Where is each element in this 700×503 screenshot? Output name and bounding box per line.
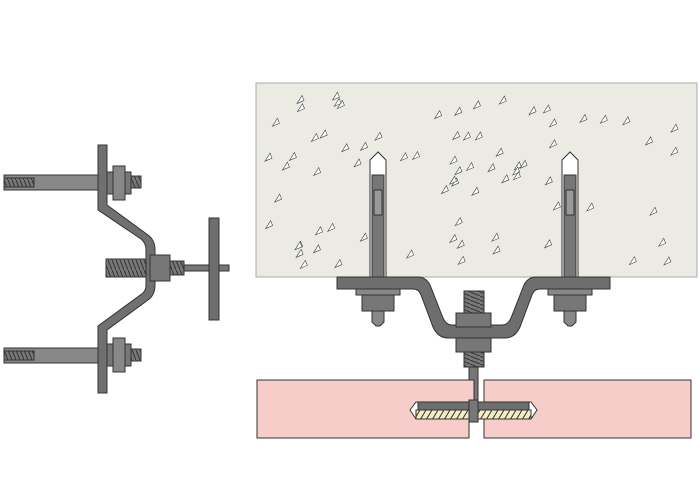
aggregate-fleck bbox=[579, 113, 588, 124]
aggregate-fleck bbox=[449, 233, 458, 244]
aggregate-fleck bbox=[294, 241, 303, 251]
aggregate-fleck bbox=[399, 152, 408, 162]
aggregate-fleck bbox=[453, 106, 463, 116]
aggregate-fleck bbox=[296, 102, 305, 113]
aggregate-fleck bbox=[670, 123, 679, 133]
aggregate-fleck bbox=[657, 237, 667, 247]
right-anchor-nut bbox=[547, 288, 593, 327]
aggregate-fleck bbox=[465, 161, 474, 172]
aggregate-fleck bbox=[622, 116, 631, 126]
aggregate-fleck bbox=[492, 245, 501, 255]
aggregate-fleck bbox=[670, 146, 679, 156]
aggregate-fleck bbox=[454, 216, 463, 227]
aggregate-fleck bbox=[548, 118, 557, 128]
aggregate-fleck bbox=[281, 161, 290, 171]
aggregate-fleck bbox=[440, 184, 449, 195]
right-slab-anchor bbox=[561, 151, 579, 278]
aggregate-fleck bbox=[411, 150, 420, 161]
aggregate-fleck bbox=[299, 259, 308, 270]
aggregate-fleck bbox=[340, 143, 350, 153]
aggregate-fleck bbox=[543, 239, 553, 249]
aggregate-fleck bbox=[474, 131, 483, 141]
aggregate-fleck bbox=[511, 166, 521, 176]
left-slab-anchor bbox=[369, 151, 387, 278]
aggregate-fleck bbox=[264, 152, 273, 162]
kerf-pin bbox=[409, 399, 538, 423]
aggregate-fleck bbox=[456, 239, 465, 249]
aggregate-fleck bbox=[312, 166, 322, 177]
aggregate-fleck bbox=[495, 147, 504, 157]
aggregate-fleck bbox=[491, 232, 500, 242]
aggregate-fleck bbox=[312, 244, 321, 254]
aggregate-fleck bbox=[449, 155, 458, 165]
aggregate-fleck bbox=[271, 117, 280, 127]
aggregate-fleck bbox=[649, 206, 658, 216]
aggregate-fleck bbox=[457, 255, 466, 266]
aggregate-fleck bbox=[544, 176, 553, 186]
aggregate-fleck bbox=[462, 131, 471, 141]
aggregate-fleck bbox=[273, 193, 283, 203]
side-t-plate bbox=[208, 217, 220, 321]
aggregate-fleck bbox=[501, 174, 510, 184]
aggregate-fleck bbox=[374, 131, 383, 141]
concrete-aggregate bbox=[264, 91, 679, 270]
aggregate-fleck bbox=[487, 163, 496, 173]
aggregate-fleck bbox=[471, 186, 480, 196]
aggregate-fleck bbox=[548, 139, 557, 149]
aggregate-fleck bbox=[336, 99, 345, 110]
concrete-slab bbox=[255, 82, 698, 278]
aggregate-fleck bbox=[310, 132, 319, 143]
side-bracket bbox=[97, 144, 156, 394]
aggregate-fleck bbox=[433, 109, 443, 120]
aggregate-fleck bbox=[353, 158, 362, 168]
aggregate-fleck bbox=[599, 114, 608, 124]
aggregate-fleck bbox=[644, 136, 653, 146]
aggregate-fleck bbox=[288, 151, 297, 162]
section-view bbox=[255, 82, 698, 439]
aggregate-fleck bbox=[333, 97, 342, 108]
aggregate-fleck bbox=[472, 100, 481, 110]
lower-anchor-bolt bbox=[3, 337, 142, 373]
aggregate-fleck bbox=[331, 91, 340, 101]
aggregate-fleck bbox=[264, 219, 274, 230]
aggregate-fleck bbox=[319, 129, 328, 139]
side-view bbox=[3, 144, 230, 394]
left-anchor-nut bbox=[355, 288, 401, 327]
aggregate-fleck bbox=[586, 202, 595, 212]
aggregate-fleck bbox=[405, 249, 414, 259]
aggregate-fleck bbox=[552, 201, 561, 211]
upper-anchor-bolt bbox=[3, 165, 142, 201]
aggregate-fleck bbox=[454, 166, 463, 176]
aggregate-fleck bbox=[359, 141, 368, 151]
aggregate-fleck bbox=[542, 104, 551, 114]
aggregate-fleck bbox=[448, 175, 457, 185]
aggregate-fleck bbox=[296, 94, 305, 105]
aggregate-fleck bbox=[359, 232, 368, 242]
aggregate-fleck bbox=[519, 159, 528, 169]
aggregate-fleck bbox=[451, 130, 461, 141]
aggregate-fleck bbox=[628, 255, 637, 266]
aggregate-fleck bbox=[663, 256, 672, 266]
side-adjust-bolt bbox=[105, 254, 230, 282]
aggregate-fleck bbox=[326, 222, 336, 233]
aggregate-fleck bbox=[528, 106, 537, 116]
aggregate-fleck bbox=[334, 258, 343, 269]
aggregate-fleck bbox=[512, 171, 521, 181]
aggregate-fleck bbox=[498, 95, 507, 105]
aggregate-fleck bbox=[295, 248, 304, 259]
aggregate-fleck bbox=[314, 226, 323, 236]
